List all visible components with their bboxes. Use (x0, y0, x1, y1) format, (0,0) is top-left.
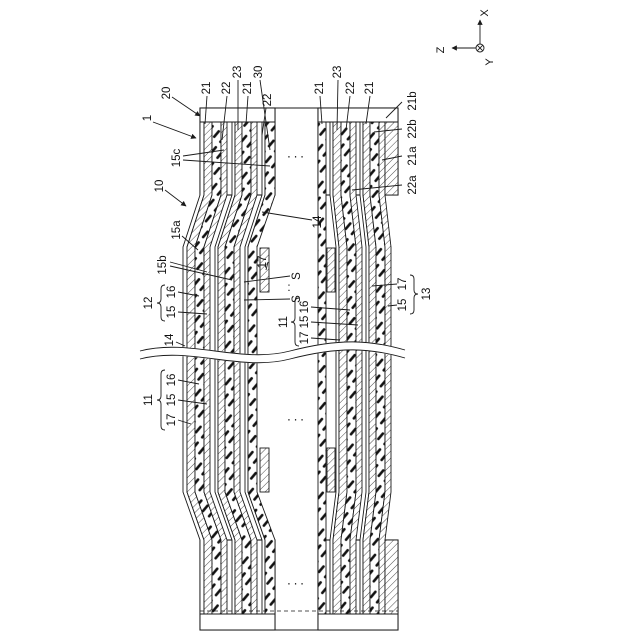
current-collector-box (327, 248, 335, 292)
label-30: 30 (253, 66, 265, 79)
label-11: 11 (143, 394, 155, 406)
axis-label-y: Y (484, 58, 496, 66)
label-16: 16 (166, 374, 178, 387)
current-collector-box (260, 248, 269, 292)
upper-left-band (200, 108, 275, 122)
label-16: 16 (299, 301, 311, 314)
label-17: 17 (166, 414, 178, 427)
label-13: 13 (421, 288, 433, 301)
label-21: 21 (364, 82, 376, 95)
lower-right-band (318, 614, 398, 630)
label-17: 17 (397, 278, 409, 291)
label-17: 17 (257, 256, 269, 269)
lower-left-band (200, 614, 275, 630)
label-15a: 15a (171, 220, 183, 240)
resin-strip-center (318, 108, 326, 630)
label-21a: 21a (407, 146, 419, 166)
ellipsis-lower: ... (287, 573, 307, 588)
axis-label-z: Z (435, 46, 447, 53)
axis-label-x: X (479, 9, 491, 17)
label-20: 20 (161, 87, 173, 100)
ellipsis-middle: ... (287, 409, 307, 424)
upper-right-band (318, 108, 398, 122)
label-15: 15 (299, 316, 311, 329)
label-22a: 22a (407, 175, 419, 195)
label-14: 14 (312, 215, 324, 228)
label-21: 21 (314, 82, 326, 95)
label-15b: 15b (157, 255, 169, 274)
label-23: 23 (232, 66, 244, 79)
label-22: 22 (345, 82, 357, 95)
label-10: 10 (154, 180, 166, 193)
label-22: 22 (221, 82, 233, 95)
label-16: 16 (166, 286, 178, 299)
ellipsis-upper: ... (287, 146, 307, 161)
label-1: 1 (142, 115, 154, 121)
label-21: 21 (201, 82, 213, 95)
label-11: 11 (278, 316, 290, 328)
label-s: S (291, 272, 303, 280)
label-22b: 22b (407, 119, 419, 138)
label-15: 15 (397, 299, 409, 312)
label-colon: : (287, 282, 290, 294)
label-15: 15 (166, 394, 178, 407)
label-14: 14 (164, 333, 176, 346)
label-17: 17 (299, 332, 311, 345)
label-21: 21 (242, 82, 254, 95)
label-15: 15 (166, 306, 178, 319)
label-21b: 21b (407, 91, 419, 110)
lower-right-edge-hatch (385, 540, 398, 614)
label-15c: 15c (171, 148, 183, 167)
label-23: 23 (332, 66, 344, 79)
current-collector-box (260, 448, 269, 492)
label-22: 22 (262, 94, 274, 107)
label-12: 12 (143, 297, 155, 310)
current-collector-box (327, 448, 335, 492)
